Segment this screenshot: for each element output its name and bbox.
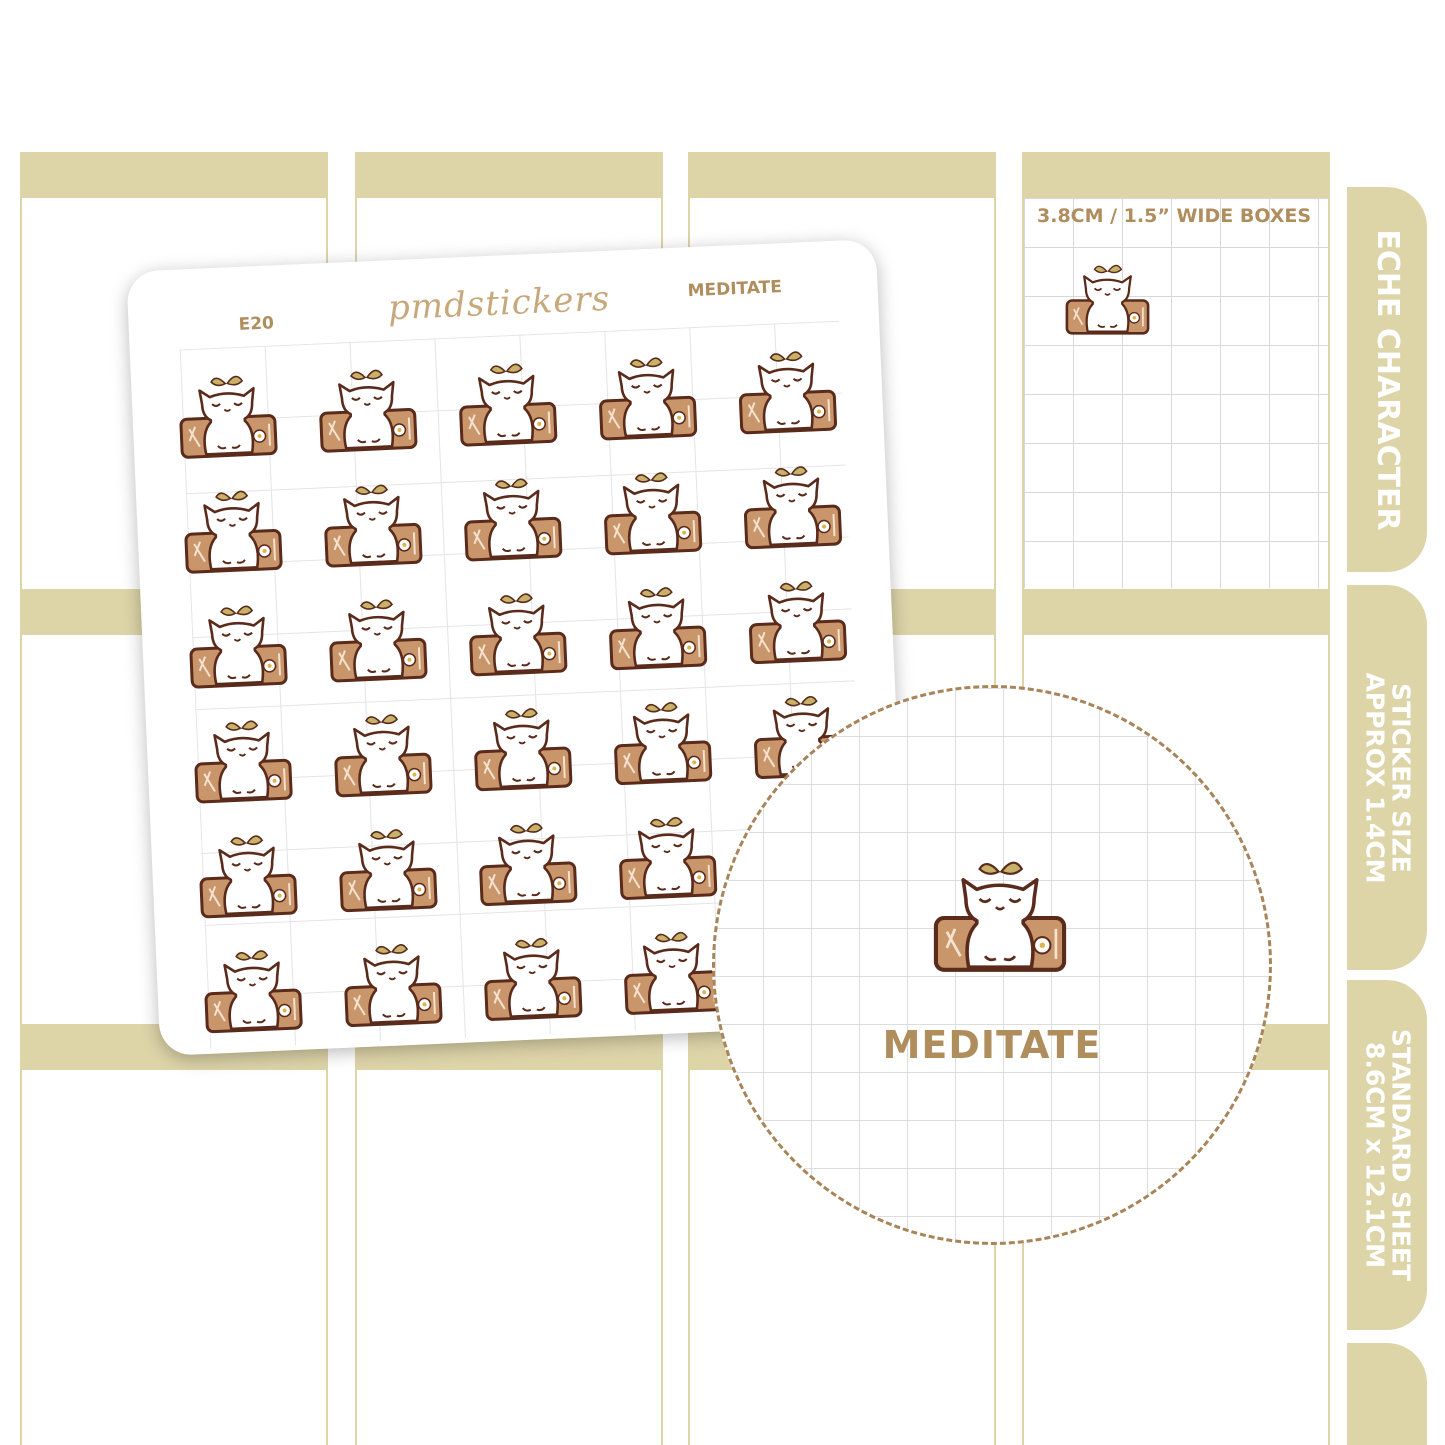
brand-logo: pmdstickers <box>387 278 611 329</box>
cat-meditating-on-mat-icon <box>597 355 698 441</box>
cat-meditating-on-mat-icon <box>182 488 283 574</box>
cat-meditating-on-mat-icon <box>457 361 558 447</box>
column-grid <box>1024 198 1328 588</box>
cat-meditating-on-mat-icon <box>746 578 848 665</box>
cat-meditating-on-mat-icon <box>197 832 298 919</box>
zoom-label: MEDITATE <box>882 1023 1102 1067</box>
cat-meditating-on-mat-icon <box>1065 264 1150 335</box>
tab-extra[interactable] <box>1347 1343 1427 1445</box>
cat-meditating-on-mat-icon <box>187 603 288 689</box>
tab-sticker-size[interactable]: STICKER SIZE APPROX 1.4CM <box>1347 585 1427 970</box>
tab-eche-character[interactable]: ECHE CHARACTER <box>1347 187 1427 572</box>
tab-label: ECHE CHARACTER <box>1369 228 1405 531</box>
cat-meditating-on-mat-icon <box>477 820 578 907</box>
column-header-band <box>357 152 661 198</box>
cat-meditating-on-mat-icon <box>462 476 563 562</box>
cat-meditating-on-mat-icon <box>337 826 438 913</box>
cat-meditating-on-mat-icon <box>607 584 708 671</box>
column-mid-band <box>1024 589 1328 635</box>
column-header-band <box>1024 152 1328 198</box>
cat-meditating-on-mat-icon <box>467 590 568 677</box>
cat-meditating-on-mat-icon <box>332 711 433 798</box>
cat-meditating-on-mat-icon <box>736 348 838 435</box>
cat-meditating-on-mat-icon <box>617 814 718 901</box>
cat-meditating-on-mat-icon <box>177 373 278 459</box>
wide-boxes-label: 3.8CM / 1.5” WIDE BOXES <box>1037 205 1312 227</box>
column-header-band <box>22 152 326 198</box>
cat-meditating-on-mat-icon <box>327 597 428 683</box>
sheet-title: MEDITATE <box>687 277 783 302</box>
cat-meditating-on-mat-icon <box>317 367 418 453</box>
cat-meditating-on-mat-icon <box>322 482 423 568</box>
tab-label: STICKER SIZE APPROX 1.4CM <box>1360 671 1416 884</box>
cat-meditating-on-mat-icon <box>741 463 843 550</box>
cat-meditating-on-mat-icon <box>482 935 583 1022</box>
cat-meditating-on-mat-icon <box>342 941 443 1028</box>
cat-meditating-on-mat-icon <box>612 699 713 786</box>
cat-meditating-on-mat-icon <box>202 947 303 1034</box>
tab-label: STANDARD SHEET 8.6CM x 12.1CM <box>1360 1028 1416 1282</box>
column-header-band <box>690 152 994 198</box>
zoom-magnifier: MEDITATE <box>712 685 1272 1245</box>
cat-meditating-on-mat-icon <box>192 718 293 804</box>
tab-standard-sheet[interactable]: STANDARD SHEET 8.6CM x 12.1CM <box>1347 980 1427 1330</box>
cat-meditating-on-mat-icon <box>925 848 1075 988</box>
cat-meditating-on-mat-icon <box>602 469 703 556</box>
sheet-code: E20 <box>238 313 275 335</box>
cat-meditating-on-mat-icon <box>472 705 573 792</box>
